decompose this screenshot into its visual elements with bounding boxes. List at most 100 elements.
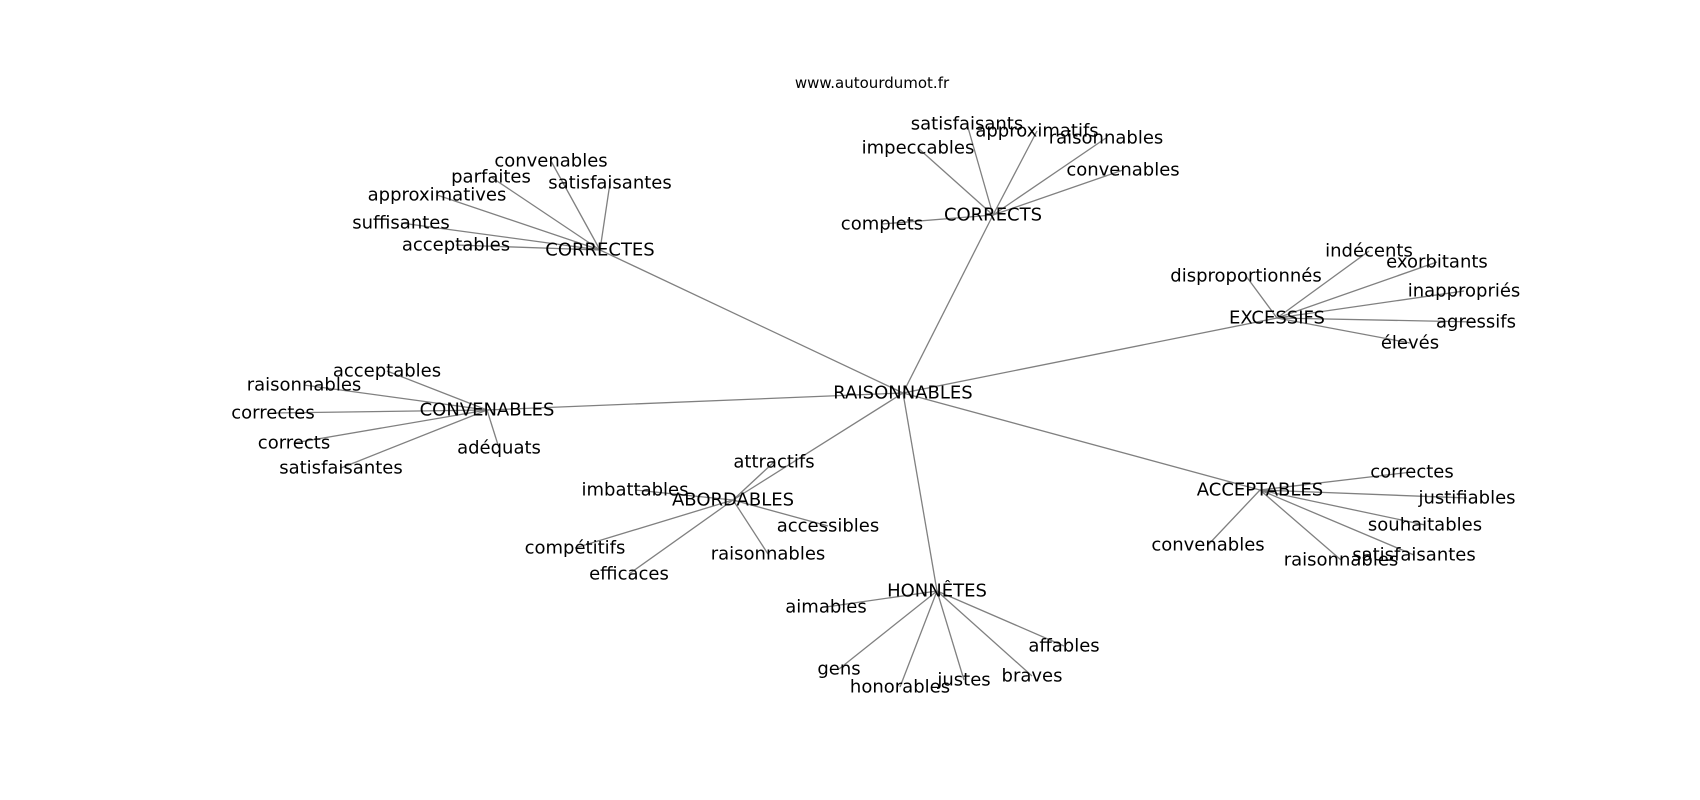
edge-honnetes-leaf-2 — [838, 590, 938, 670]
edge-convenables-leaf-5 — [486, 409, 500, 449]
hub-node-convenables: CONVENABLES — [420, 400, 555, 421]
leaf-node-corrects-2: raisonnables — [1049, 128, 1164, 149]
edge-convenables-leaf-3 — [293, 409, 488, 444]
edge-correctes-leaf-0 — [550, 160, 601, 251]
edge-center-convenables — [486, 392, 904, 411]
leaf-node-honnetes-4: braves — [1002, 666, 1063, 687]
leaf-node-correctes-4: suffisantes — [352, 213, 450, 234]
edge-excessifs-leaf-2 — [1245, 275, 1278, 319]
edge-correctes-leaf-5 — [455, 244, 601, 251]
leaf-node-correctes-1: parfaites — [451, 167, 531, 188]
leaf-node-honnetes-5: honorables — [850, 677, 950, 698]
edge-honnetes-leaf-1 — [936, 590, 1065, 647]
edge-correctes-leaf-1 — [490, 176, 601, 251]
edge-acceptables-leaf-0 — [1259, 471, 1413, 491]
edge-convenables-leaf-1 — [303, 384, 488, 411]
leaf-node-correctes-3: approximatives — [368, 185, 507, 206]
edge-corrects-leaf-5 — [881, 214, 994, 225]
leaf-node-acceptables-0: correctes — [1370, 462, 1453, 483]
site-url-label: www.autourdumot.fr — [795, 74, 950, 92]
hub-node-excessifs: EXCESSIFS — [1229, 308, 1325, 329]
edge-center-correctes — [599, 249, 904, 394]
edge-abordables-leaf-5 — [628, 499, 734, 575]
edge-center-acceptables — [902, 392, 1261, 491]
leaf-node-convenables-4: satisfaisantes — [279, 458, 403, 479]
leaf-node-honnetes-3: justes — [936, 670, 990, 691]
leaf-node-correctes-5: acceptables — [402, 235, 510, 256]
edge-abordables-leaf-0 — [732, 461, 775, 501]
leaf-node-corrects-1: approximatifs — [975, 121, 1098, 142]
leaf-node-abordables-3: compétitifs — [525, 538, 626, 559]
edge-correctes-leaf-4 — [400, 222, 601, 251]
edge-corrects-leaf-1 — [992, 130, 1038, 216]
center-node-label: RAISONNABLES — [833, 383, 972, 404]
edge-excessifs-leaf-1 — [1276, 261, 1438, 319]
edge-convenables-leaf-2 — [272, 409, 488, 414]
edge-corrects-leaf-4 — [992, 169, 1124, 216]
hub-node-correctes: CORRECTES — [545, 240, 655, 261]
leaf-node-correctes-2: satisfaisantes — [548, 173, 672, 194]
hub-node-acceptables: ACCEPTABLES — [1197, 480, 1323, 501]
leaf-node-acceptables-5: satisfaisantes — [1352, 545, 1476, 566]
edge-corrects-leaf-0 — [966, 123, 994, 216]
edge-excessifs-leaf-3 — [1276, 290, 1465, 319]
edge-abordables-leaf-4 — [732, 499, 769, 555]
leaf-node-convenables-2: correctes — [231, 403, 314, 424]
leaf-node-acceptables-1: justifiables — [1417, 488, 1515, 509]
edge-center-excessifs — [902, 317, 1278, 394]
leaf-node-corrects-0: satisfaisants — [911, 114, 1023, 135]
leaf-node-acceptables-4: raisonnables — [1284, 550, 1399, 571]
leaf-node-abordables-4: raisonnables — [711, 544, 826, 565]
edge-honnetes-leaf-5 — [899, 590, 938, 688]
edge-acceptables-leaf-5 — [1259, 489, 1415, 556]
leaf-node-convenables-1: raisonnables — [247, 375, 362, 396]
leaf-node-corrects-5: complets — [841, 214, 923, 235]
edge-acceptables-leaf-4 — [1259, 489, 1342, 561]
edge-acceptables-leaf-1 — [1259, 489, 1468, 499]
edge-center-abordables — [732, 392, 904, 501]
leaf-node-excessifs-5: élevés — [1381, 333, 1439, 354]
graph-labels: RAISONNABLESCORRECTESconvenablesparfaite… — [231, 114, 1520, 698]
leaf-node-acceptables-3: convenables — [1151, 535, 1264, 556]
leaf-node-excessifs-3: inappropriés — [1408, 281, 1521, 302]
graph-edges — [272, 123, 1477, 688]
leaf-node-acceptables-2: souhaitables — [1368, 515, 1482, 536]
edge-excessifs-leaf-0 — [1276, 250, 1370, 319]
hub-node-abordables: ABORDABLES — [672, 490, 794, 511]
edge-acceptables-leaf-2 — [1259, 489, 1426, 526]
edge-honnetes-leaf-3 — [936, 590, 965, 681]
leaf-node-corrects-4: convenables — [1066, 160, 1179, 181]
hub-node-corrects: CORRECTS — [944, 205, 1042, 226]
leaf-node-honnetes-2: gens — [817, 659, 860, 680]
leaf-node-excessifs-0: indécents — [1325, 241, 1413, 262]
leaf-node-convenables-3: corrects — [258, 433, 330, 454]
edge-center-honnetes — [902, 392, 938, 592]
leaf-node-excessifs-2: disproportionnés — [1170, 266, 1321, 287]
edge-corrects-leaf-3 — [917, 147, 994, 216]
edge-convenables-leaf-4 — [340, 409, 488, 469]
edge-abordables-leaf-2 — [732, 499, 829, 527]
leaf-node-abordables-2: accessibles — [777, 516, 880, 537]
hub-node-honnetes: HONNÊTES — [887, 580, 987, 602]
edge-center-corrects — [902, 214, 994, 394]
leaf-node-convenables-5: adéquats — [457, 438, 541, 459]
leaf-node-excessifs-4: agressifs — [1436, 312, 1516, 333]
edge-abordables-leaf-3 — [574, 499, 734, 549]
edge-convenables-leaf-0 — [386, 370, 488, 411]
leaf-node-honnetes-1: affables — [1028, 636, 1099, 657]
edge-correctes-leaf-2 — [599, 182, 611, 251]
edge-acceptables-leaf-3 — [1207, 489, 1261, 546]
edge-honnetes-leaf-4 — [936, 590, 1033, 677]
edge-honnetes-leaf-0 — [825, 590, 938, 608]
edge-excessifs-leaf-4 — [1276, 317, 1477, 323]
edge-corrects-leaf-2 — [992, 137, 1107, 216]
leaf-node-abordables-0: attractifs — [733, 452, 814, 473]
leaf-node-abordables-5: efficaces — [589, 564, 669, 585]
leaf-node-excessifs-1: exorbitants — [1386, 252, 1488, 273]
leaf-node-honnetes-0: aimables — [785, 597, 866, 618]
edge-correctes-leaf-3 — [436, 194, 601, 251]
leaf-node-convenables-0: acceptables — [333, 361, 441, 382]
leaf-node-correctes-0: convenables — [494, 151, 607, 172]
leaf-node-corrects-3: impeccables — [862, 138, 975, 159]
